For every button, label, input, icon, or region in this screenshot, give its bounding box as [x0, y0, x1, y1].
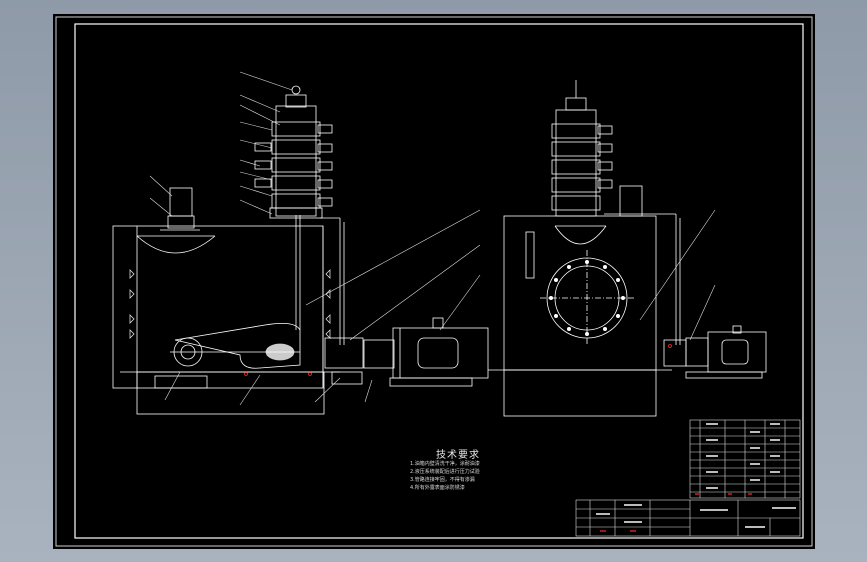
side-view — [488, 80, 767, 417]
technical-requirements-title: 技术要求 — [436, 450, 480, 461]
requirement-line: 1.油箱内壁清洗干净，涂耐油漆 — [410, 461, 480, 467]
parts-list-table — [689, 419, 801, 499]
requirement-line: 2.液压系统装配后进行压力试验 — [410, 469, 480, 475]
inner-border — [74, 23, 804, 539]
drawing-sheet — [53, 14, 815, 549]
requirement-line: 4.所有外露表面涂防锈漆 — [410, 485, 465, 491]
requirement-line: 3.管路连接牢固，不得有渗漏 — [410, 477, 475, 483]
outer-border — [55, 16, 813, 547]
technical-requirements-list: 1.油箱内壁清洗干净，涂耐油漆 2.液压系统装配后进行压力试验 3.管路连接牢固… — [410, 460, 480, 492]
front-view — [112, 71, 489, 415]
title-block — [575, 499, 801, 537]
